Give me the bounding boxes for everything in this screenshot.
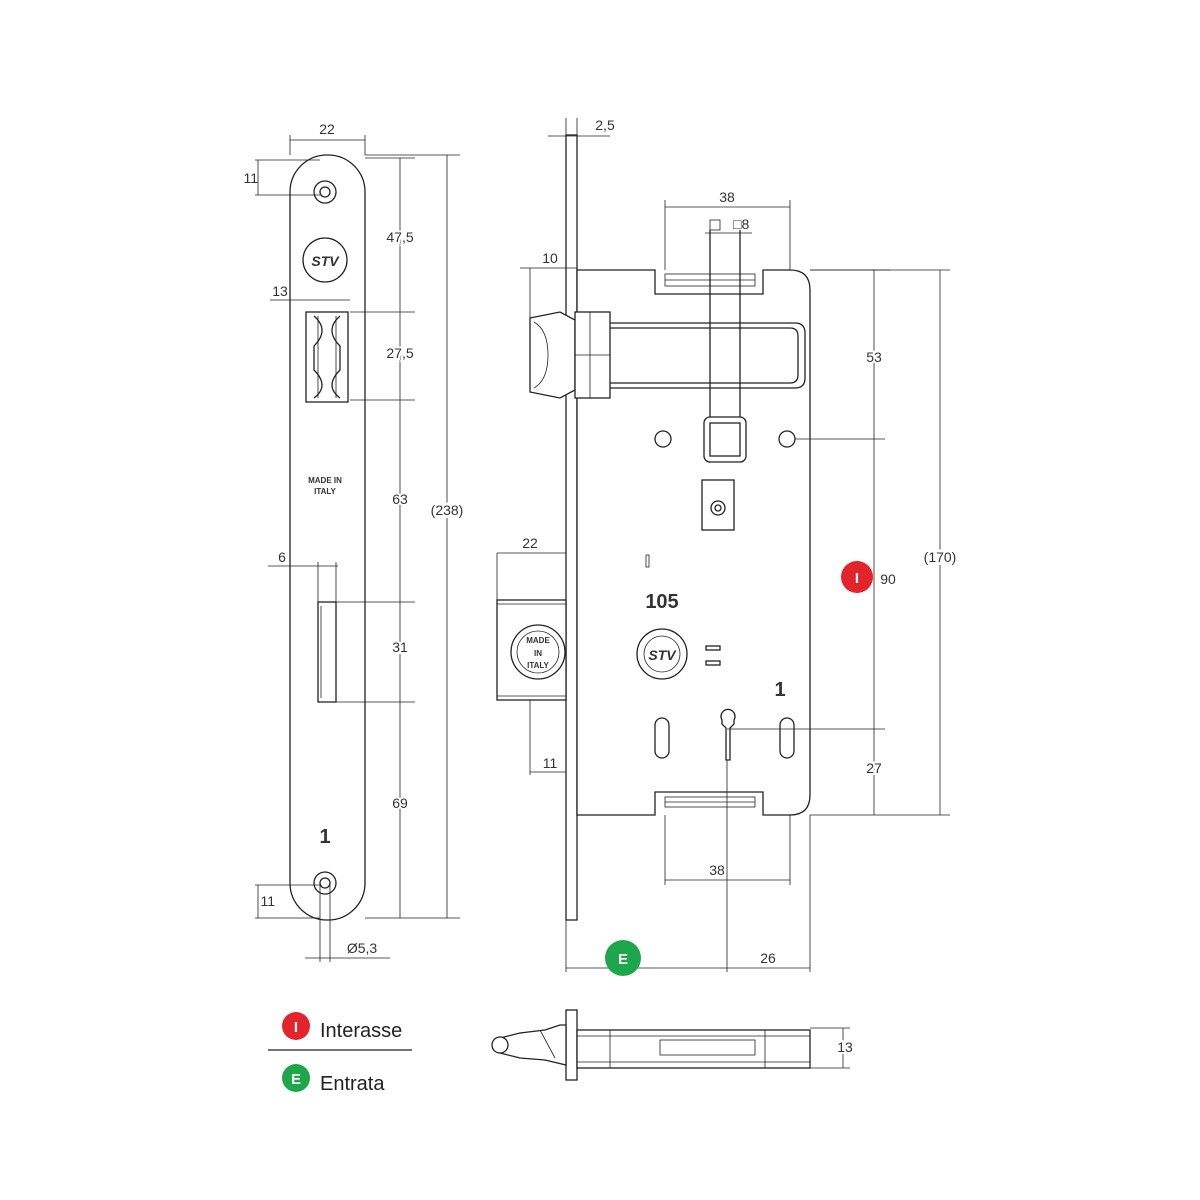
bottom-view: 13: [491, 1009, 855, 1081]
keyhole: [720, 708, 736, 761]
dim-hole-bottom-11: 11: [260, 893, 275, 909]
deadbolt-stamp-line3: ITALY: [527, 661, 549, 670]
entrata-badge-dim-text: E: [618, 951, 628, 968]
screw-hole-bottom-inner: [319, 877, 331, 889]
dim-deadbolt-22: 22: [522, 535, 538, 551]
plate-text-line1: MADE IN: [308, 476, 342, 485]
dim-bottom-38: 38: [709, 862, 725, 878]
dim-square-8: □8: [733, 216, 749, 232]
dim-bolt-6: 6: [278, 549, 286, 565]
plate-text-line2: ITALY: [314, 487, 336, 496]
model-number: 105: [645, 591, 678, 613]
dim-bottom-13: 13: [837, 1039, 853, 1055]
interasse-badge-dim-text: I: [855, 570, 859, 587]
stv-logo-front: STV: [302, 237, 348, 283]
logo-text-side: STV: [648, 647, 677, 663]
dim-53: 53: [866, 349, 882, 365]
dim-hole-top-11: 11: [243, 170, 258, 186]
side-view: 105 STV 1 MADE IN ITALY: [496, 117, 959, 976]
faceplate-side: [565, 134, 578, 921]
interasse-badge-dim: [841, 561, 873, 593]
logo-text-front: STV: [311, 253, 340, 269]
legend: I Interasse E Entrata: [268, 1012, 412, 1095]
front-view: STV MADE IN ITALY 1 22 11: [243, 121, 466, 962]
slot-left: [654, 717, 670, 759]
entrata-badge-dim: [605, 940, 641, 976]
dim-69: 69: [392, 795, 408, 811]
dim-27-5: 27,5: [386, 345, 413, 361]
faceplate-front: [289, 154, 366, 921]
legend-interasse-badge-text: I: [294, 1019, 298, 1036]
dim-interasse-90: 90: [880, 571, 896, 587]
dim-27: 27: [866, 760, 882, 776]
latch-opening-front: [305, 311, 349, 403]
dim-31: 31: [392, 639, 408, 655]
legend-interasse-badge: [282, 1012, 310, 1040]
dim-latch-13: 13: [272, 283, 288, 299]
stv-logo-side: STV: [636, 628, 688, 680]
lock-body: [576, 269, 811, 816]
dim-hole-diameter: Ø5,3: [347, 940, 378, 956]
dim-side-11: 11: [543, 755, 558, 771]
screw-hole-bottom: [313, 871, 337, 895]
legend-entrata-badge: [282, 1064, 310, 1092]
deadbolt-stamp-line1: MADE: [526, 636, 550, 645]
dim-top-38: 38: [719, 189, 735, 205]
dim-total-238: (238): [431, 502, 464, 518]
dim-width-22: 22: [319, 121, 335, 137]
latch-bolt-side: [529, 311, 806, 399]
legend-entrata-label: Entrata: [320, 1073, 385, 1095]
deadbolt-stamp-line2: IN: [534, 649, 542, 658]
dim-faceplate-thickness: 2,5: [595, 117, 615, 133]
screw-hole-top: [313, 180, 337, 204]
deadbolt-side: MADE IN ITALY: [496, 599, 567, 701]
legend-entrata-badge-text: E: [291, 1071, 301, 1088]
legend-interasse-label: Interasse: [320, 1020, 402, 1042]
dim-26: 26: [760, 950, 776, 966]
follower-block: [701, 479, 735, 531]
slot-right: [779, 717, 795, 759]
front-number-label: 1: [319, 826, 330, 848]
screw-hole-top-inner: [319, 186, 331, 198]
dim-latch-10: 10: [542, 250, 558, 266]
dim-170: (170): [924, 549, 957, 565]
side-number-label: 1: [774, 679, 785, 701]
deadbolt-slot-front: [317, 601, 337, 703]
spindle-hub: [654, 230, 796, 463]
dim-47-5: 47,5: [386, 229, 413, 245]
dim-63: 63: [392, 491, 408, 507]
